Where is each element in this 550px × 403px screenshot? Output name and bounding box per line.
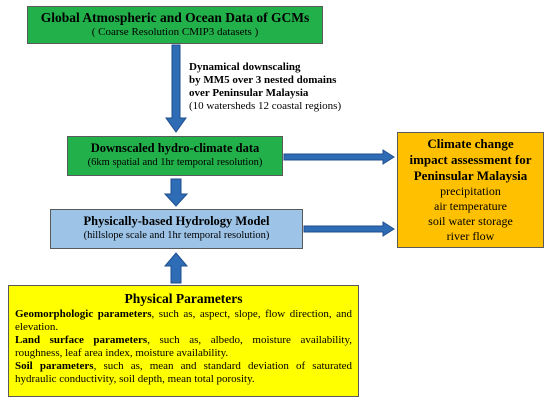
climate-item: soil water storage <box>428 214 513 228</box>
downscaled-box-title: Downscaled hydro-climate data <box>90 141 260 155</box>
params-heading: Physical Parameters <box>124 291 243 306</box>
geomorphologic-label: Geomorphologic parameters <box>15 308 152 320</box>
arrow-gcm-to-downscaled <box>165 44 187 133</box>
climate-box-title-line: Climate change <box>427 136 514 151</box>
downscaling-note-line: Dynamical downscaling <box>189 61 301 73</box>
soil-label: Soil parameters <box>15 360 94 372</box>
downscaled-box-subtitle: (6km spatial and 1hr temporal resolution… <box>87 157 263 168</box>
land-surface-text: , such as, albedo, moisture availability… <box>15 334 352 359</box>
physical-parameters-box: Physical Parameters Geomorphologic param… <box>8 285 359 397</box>
downscaling-note-line: by MM5 over 3 nested domains <box>189 74 337 86</box>
climate-item: river flow <box>446 229 495 243</box>
climate-item: precipitation <box>440 184 501 198</box>
land-surface-params: Land surface parameters, such as, albedo… <box>15 334 352 360</box>
climate-box-title-line: Peninsular Malaysia <box>413 168 528 183</box>
hydrology-box-title: Physically-based Hydrology Model <box>83 214 270 228</box>
downscaling-note-regions: (10 watersheds 12 coastal regions) <box>189 100 342 112</box>
downscaling-note-line: over Peninsular Malaysia <box>189 87 309 99</box>
hydrology-model-box: Physically-based Hydrology Model (hillsl… <box>50 209 303 249</box>
downscaling-note: Dynamical downscaling by MM5 over 3 nest… <box>189 61 369 113</box>
climate-box-title-line: impact assessment for <box>409 152 532 167</box>
climate-item: air temperature <box>434 199 507 213</box>
soil-text: , such as, mean and standard deviation o… <box>15 360 353 385</box>
soil-params: Soil parameters, such as, mean and stand… <box>15 360 352 386</box>
gcm-data-box: Global Atmospheric and Ocean Data of GCM… <box>27 6 323 44</box>
arrow-hydrology-to-climate <box>303 221 395 237</box>
arrow-downscaled-to-hydrology <box>163 178 189 207</box>
climate-impact-box: Climate change impact assessment for Pen… <box>397 132 544 248</box>
geomorphologic-params: Geomorphologic parameters, such as, aspe… <box>15 308 352 334</box>
hydrology-box-subtitle: (hillslope scale and 1hr temporal resolu… <box>83 230 270 241</box>
arrow-params-to-hydrology <box>163 252 189 284</box>
geomorphologic-text: , such as, aspect, slope, flow direction… <box>15 308 353 333</box>
gcm-box-title: Global Atmospheric and Ocean Data of GCM… <box>40 10 310 25</box>
gcm-box-subtitle: ( Coarse Resolution CMIP3 datasets ) <box>91 26 259 38</box>
land-surface-label: Land surface parameters <box>15 334 148 346</box>
downscaled-data-box: Downscaled hydro-climate data (6km spati… <box>67 136 283 176</box>
arrow-downscaled-to-climate <box>283 149 395 165</box>
